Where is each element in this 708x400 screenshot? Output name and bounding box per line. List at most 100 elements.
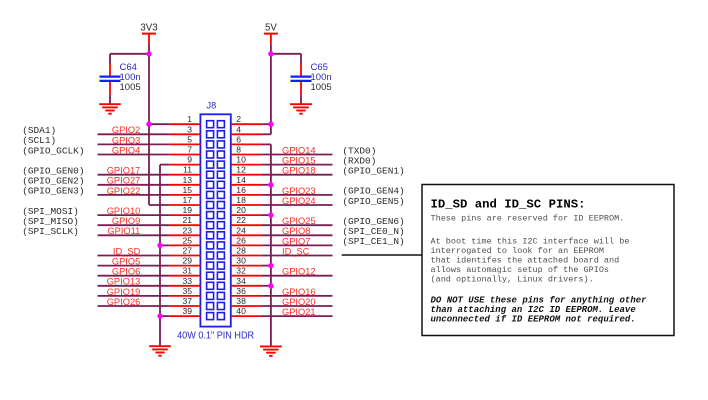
svg-text:7: 7 <box>187 145 192 155</box>
svg-text:4: 4 <box>236 124 241 134</box>
svg-text:(SDA1): (SDA1) <box>22 125 56 136</box>
svg-text:3: 3 <box>187 124 192 134</box>
svg-text:100n: 100n <box>120 72 141 83</box>
svg-text:100n: 100n <box>311 72 332 83</box>
svg-text:(and optionally, Linux drivers: (and optionally, Linux drivers). <box>431 275 594 285</box>
svg-text:6: 6 <box>236 134 241 144</box>
svg-text:(GPIO_GCLK): (GPIO_GCLK) <box>22 145 84 156</box>
svg-text:28: 28 <box>236 246 246 256</box>
svg-text:16: 16 <box>236 185 246 195</box>
svg-text:J8: J8 <box>207 100 217 110</box>
svg-text:At boot time this I2C interfac: At boot time this I2C interface will be <box>431 237 630 247</box>
svg-text:GPIO24: GPIO24 <box>282 196 316 206</box>
svg-text:35: 35 <box>182 286 192 296</box>
svg-text:39: 39 <box>182 306 192 316</box>
svg-text:(GPIO_GEN1): (GPIO_GEN1) <box>342 166 404 177</box>
svg-text:12: 12 <box>236 165 246 175</box>
svg-text:GPIO23: GPIO23 <box>282 186 316 196</box>
svg-text:25: 25 <box>182 235 192 245</box>
svg-text:ID_SC: ID_SC <box>282 246 310 256</box>
svg-text:GPIO7: GPIO7 <box>282 236 310 246</box>
svg-text:(SCL1): (SCL1) <box>22 135 56 146</box>
svg-text:(SPI_MOSI): (SPI_MOSI) <box>22 206 79 217</box>
svg-text:ID_SD and ID_SC PINS:: ID_SD and ID_SC PINS: <box>431 197 586 211</box>
svg-text:24: 24 <box>236 225 246 235</box>
svg-text:9: 9 <box>187 155 192 165</box>
svg-text:GPIO2: GPIO2 <box>112 125 140 135</box>
svg-text:11: 11 <box>183 165 192 175</box>
svg-text:GPIO20: GPIO20 <box>282 297 316 307</box>
svg-text:(SPI_CE0_N): (SPI_CE0_N) <box>342 226 404 237</box>
svg-text:(GPIO_GEN5): (GPIO_GEN5) <box>342 196 404 207</box>
svg-text:33: 33 <box>182 276 192 286</box>
svg-text:5V: 5V <box>265 23 277 34</box>
svg-text:that identifes the attached bo: that identifes the attached board and <box>431 256 620 266</box>
svg-text:(SPI_MISO): (SPI_MISO) <box>22 216 79 227</box>
svg-text:interrogated to look for an EE: interrogated to look for an EEPROM <box>431 246 604 256</box>
svg-text:C65: C65 <box>311 62 328 73</box>
svg-text:3V3: 3V3 <box>140 23 157 34</box>
svg-text:14: 14 <box>236 175 246 185</box>
svg-text:GPIO17: GPIO17 <box>107 166 141 176</box>
svg-text:23: 23 <box>182 225 192 235</box>
svg-text:C64: C64 <box>120 62 137 73</box>
svg-text:2: 2 <box>236 114 241 124</box>
svg-text:34: 34 <box>236 276 246 286</box>
svg-text:19: 19 <box>182 205 192 215</box>
svg-text:GPIO12: GPIO12 <box>282 267 316 277</box>
svg-text:(GPIO_GEN4): (GPIO_GEN4) <box>342 186 404 197</box>
svg-text:32: 32 <box>236 266 246 276</box>
svg-text:GPIO9: GPIO9 <box>112 216 140 226</box>
svg-text:22: 22 <box>236 215 246 225</box>
svg-text:31: 31 <box>182 266 192 276</box>
svg-text:unconnected if ID EEPROM not r: unconnected if ID EEPROM not required. <box>431 314 636 324</box>
svg-text:(GPIO_GEN2): (GPIO_GEN2) <box>22 176 84 187</box>
svg-text:GPIO25: GPIO25 <box>282 216 316 226</box>
svg-text:allows automagic setup of the: allows automagic setup of the GPIOs <box>431 265 610 275</box>
svg-text:(SPI_SCLK): (SPI_SCLK) <box>22 226 79 237</box>
svg-text:15: 15 <box>182 185 192 195</box>
svg-text:13: 13 <box>182 175 192 185</box>
svg-text:1005: 1005 <box>311 82 332 93</box>
svg-text:10: 10 <box>236 155 246 165</box>
svg-text:GPIO6: GPIO6 <box>112 267 140 277</box>
svg-text:1: 1 <box>187 114 192 124</box>
svg-text:5: 5 <box>187 134 192 144</box>
svg-text:than attaching an I2C ID EEPRO: than attaching an I2C ID EEPROM. Leave <box>431 305 637 315</box>
svg-text:GPIO3: GPIO3 <box>112 135 140 145</box>
svg-text:(GPIO_GEN0): (GPIO_GEN0) <box>22 166 84 177</box>
svg-text:8: 8 <box>236 145 241 155</box>
svg-text:GPIO4: GPIO4 <box>112 145 140 155</box>
svg-text:(SPI_CE1_N): (SPI_CE1_N) <box>342 236 404 247</box>
svg-text:37: 37 <box>182 296 192 306</box>
svg-text:38: 38 <box>236 296 246 306</box>
svg-text:18: 18 <box>236 195 246 205</box>
svg-text:GPIO18: GPIO18 <box>282 166 316 176</box>
svg-text:40W 0.1" PIN HDR: 40W 0.1" PIN HDR <box>177 331 254 342</box>
svg-text:GPIO8: GPIO8 <box>282 226 310 236</box>
svg-text:GPIO10: GPIO10 <box>107 206 141 216</box>
svg-text:21: 21 <box>182 215 192 225</box>
svg-text:29: 29 <box>182 256 192 266</box>
svg-text:26: 26 <box>236 235 246 245</box>
svg-text:27: 27 <box>182 246 192 256</box>
svg-text:(TXD0): (TXD0) <box>342 145 376 156</box>
svg-text:GPIO5: GPIO5 <box>112 257 140 267</box>
svg-text:GPIO26: GPIO26 <box>107 297 141 307</box>
svg-text:36: 36 <box>236 286 246 296</box>
svg-text:GPIO13: GPIO13 <box>107 277 141 287</box>
svg-text:GPIO19: GPIO19 <box>107 287 141 297</box>
svg-text:(RXD0): (RXD0) <box>342 155 376 166</box>
svg-text:(GPIO_GEN6): (GPIO_GEN6) <box>342 216 404 227</box>
svg-text:(GPIO_GEN3): (GPIO_GEN3) <box>22 186 84 197</box>
svg-text:GPIO15: GPIO15 <box>282 156 316 166</box>
svg-text:30: 30 <box>236 256 246 266</box>
svg-text:GPIO14: GPIO14 <box>282 145 316 155</box>
svg-text:20: 20 <box>236 205 246 215</box>
svg-text:DO NOT USE these pins for anyt: DO NOT USE these pins for anything other <box>431 296 648 306</box>
svg-text:GPIO27: GPIO27 <box>107 176 141 186</box>
svg-text:1005: 1005 <box>120 82 141 93</box>
svg-text:GPIO16: GPIO16 <box>282 287 316 297</box>
svg-text:GPIO21: GPIO21 <box>282 307 316 317</box>
svg-text:GPIO22: GPIO22 <box>107 186 141 196</box>
